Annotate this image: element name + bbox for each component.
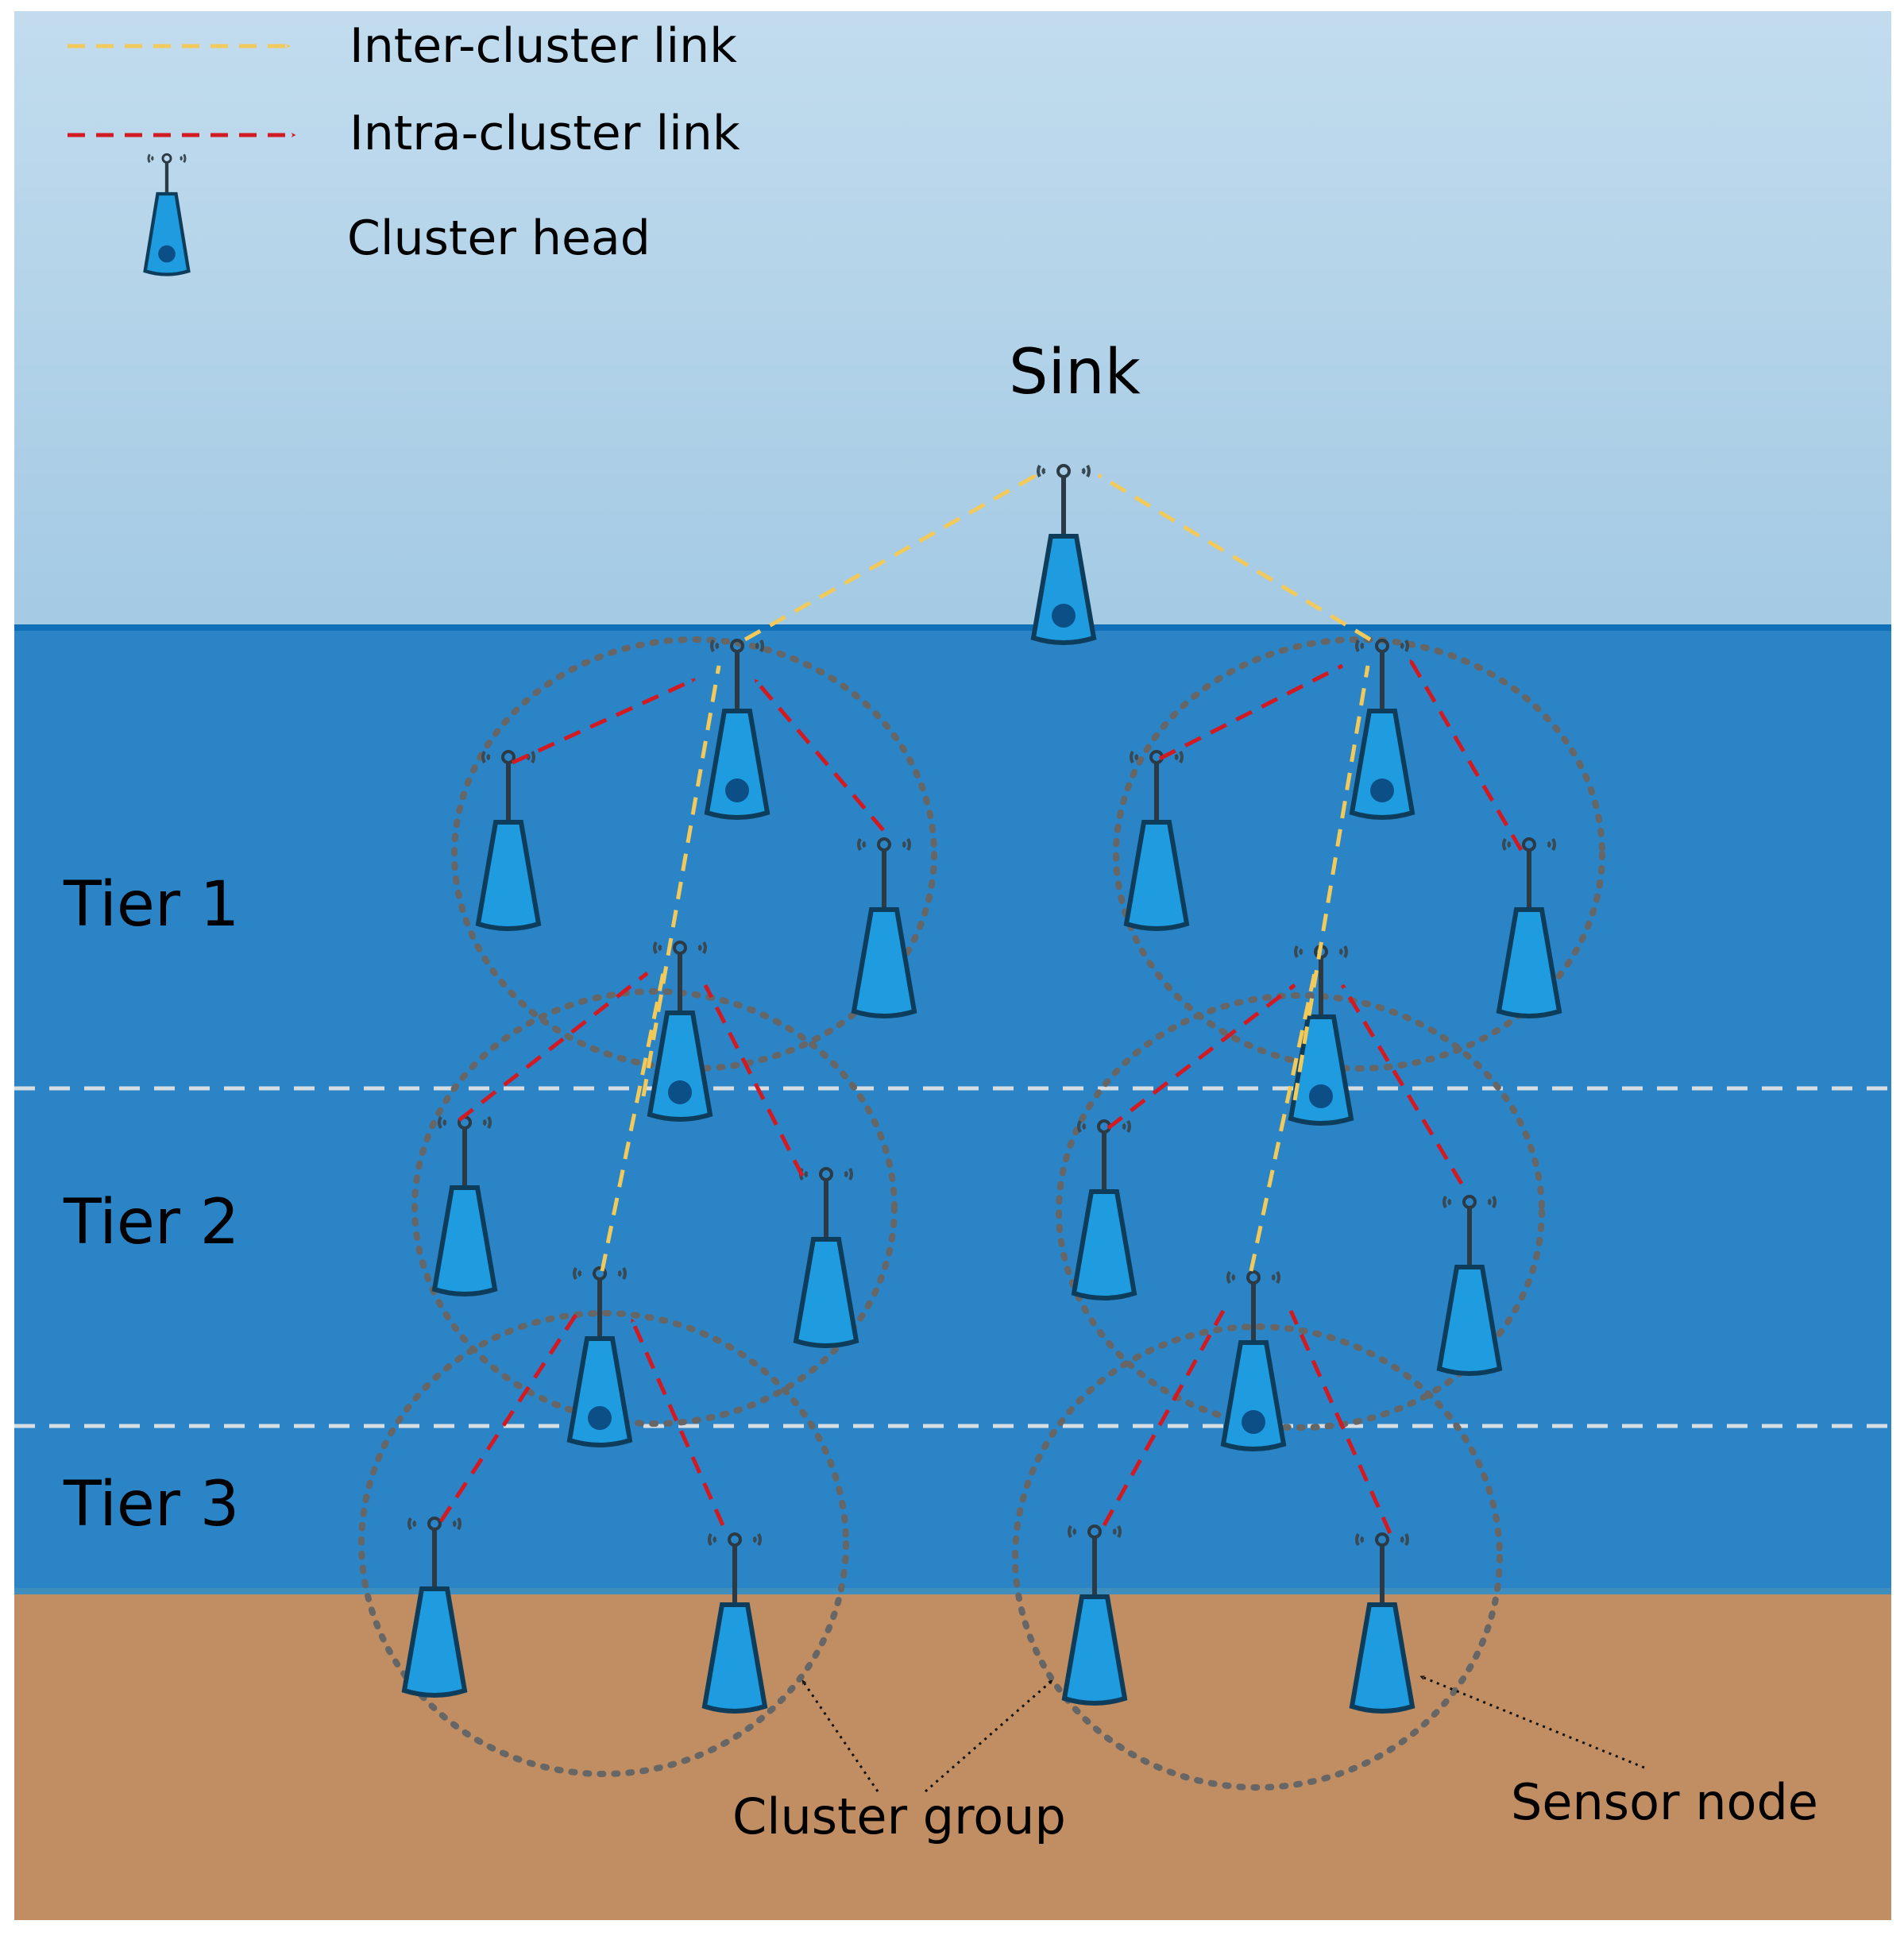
sensor-node	[475, 750, 542, 931]
tier-label-2: Tier 2	[63, 1187, 239, 1258]
inter-cluster-link	[1292, 665, 1370, 1101]
intra-cluster-link	[511, 677, 697, 765]
cluster-head-node	[566, 1266, 633, 1447]
cluster-group-label: Cluster group	[732, 1787, 1066, 1845]
intra-cluster-link	[753, 678, 885, 832]
antenna-icon	[147, 153, 187, 164]
cluster-head-node	[1220, 1270, 1287, 1451]
tier-label-3: Tier 3	[63, 1469, 239, 1540]
sensor-node	[1349, 1532, 1415, 1714]
intra-cluster-link	[438, 1313, 578, 1523]
sensor-node-icon	[793, 1237, 859, 1348]
sensor-node	[1061, 1524, 1128, 1706]
cluster-group-circle	[411, 988, 898, 1427]
cluster-head-icon	[1030, 534, 1097, 645]
sensor-node-icon	[1123, 820, 1190, 931]
inter-cluster-link	[1097, 473, 1372, 642]
inter-cluster-link	[641, 665, 721, 1097]
antenna-icon	[710, 640, 764, 652]
antenna-icon	[1226, 1271, 1280, 1284]
antenna-icon	[1502, 838, 1556, 851]
cluster-head-icon	[1220, 1340, 1287, 1451]
sensor-node-icon	[851, 907, 917, 1018]
antenna-icon	[481, 751, 535, 763]
cluster-head-node	[704, 639, 770, 820]
antenna-icon	[1130, 751, 1184, 763]
sink-node	[1030, 464, 1097, 645]
antenna-icon	[1068, 1525, 1122, 1538]
sensor-node	[1071, 1119, 1137, 1300]
inter-cluster-link	[600, 972, 666, 1272]
sensor-node-icon	[431, 1185, 498, 1296]
cluster-group-circle	[358, 1310, 849, 1777]
intra-cluster-link	[458, 972, 649, 1122]
sensor-node-icon	[1436, 1265, 1503, 1376]
tier-label-1: Tier 1	[63, 869, 239, 941]
sensor-node-label: Sensor node	[1511, 1773, 1818, 1831]
antenna-icon	[653, 941, 707, 954]
sensor-node	[431, 1115, 498, 1296]
water-surface	[14, 624, 1891, 631]
intra-cluster-link	[1288, 1309, 1392, 1535]
sensor-node	[851, 837, 917, 1018]
cluster-group-circle	[1056, 992, 1545, 1431]
antenna-icon	[438, 1116, 492, 1129]
cluster-group-circle	[1012, 1324, 1503, 1791]
antenna-icon	[1037, 465, 1091, 477]
antenna-icon	[1355, 640, 1409, 652]
sink-label: Sink	[1009, 337, 1141, 408]
intra-cluster-link	[703, 983, 805, 1177]
sensor-node-icon	[1071, 1189, 1137, 1300]
legend-intra-label: Intra-cluster link	[350, 106, 740, 161]
cluster-head-icon	[647, 1011, 713, 1122]
antenna-icon	[573, 1267, 627, 1280]
cluster-head-icon	[143, 191, 191, 276]
sensor-node-icon	[1349, 1602, 1415, 1714]
legend-cluster-head-icon	[143, 153, 191, 276]
cluster-head-node	[1288, 945, 1354, 1126]
intra-cluster-link	[1106, 983, 1296, 1130]
cluster-head-node	[1349, 639, 1415, 820]
intra-cluster-link	[1340, 983, 1464, 1185]
cluster-head-icon	[566, 1336, 633, 1447]
annotation-pointer	[1419, 1675, 1645, 1769]
antenna-icon	[1355, 1533, 1409, 1546]
intra-cluster-link	[1102, 1309, 1226, 1527]
antenna-icon	[857, 838, 911, 851]
sensor-node	[1123, 750, 1190, 931]
seabed-edge	[14, 1588, 1891, 1594]
legend: Inter-cluster link Intra-cluster link Cl…	[68, 18, 740, 276]
antenna-icon	[1077, 1120, 1131, 1133]
intra-cluster-link	[629, 1317, 725, 1527]
antenna-icon	[1442, 1196, 1497, 1208]
seabed-background	[14, 1593, 1891, 1920]
sensor-node-icon	[1496, 907, 1562, 1018]
inter-cluster-link	[1249, 972, 1317, 1272]
annotation-pointer	[801, 1679, 879, 1792]
cluster-group-circle	[1113, 636, 1605, 1072]
antenna-icon	[708, 1533, 762, 1546]
antenna-icon	[1294, 945, 1348, 958]
water-background	[14, 624, 1891, 1593]
sensor-node-icon	[401, 1586, 468, 1698]
sky-background	[14, 11, 1891, 624]
legend-cluster-head-label: Cluster head	[347, 211, 651, 266]
antenna-icon	[407, 1517, 462, 1530]
cluster-head-node	[647, 941, 713, 1122]
cluster-head-icon	[704, 709, 770, 820]
sensor-node-icon	[475, 820, 542, 931]
sensor-node	[1436, 1195, 1503, 1376]
sensor-node	[401, 1517, 468, 1698]
sensor-node-icon	[701, 1602, 768, 1714]
sensor-node	[701, 1532, 768, 1714]
sensor-node-icon	[1061, 1594, 1128, 1706]
intra-cluster-link	[1158, 663, 1344, 761]
cluster-head-icon	[1349, 709, 1415, 820]
legend-inter-label: Inter-cluster link	[350, 18, 737, 74]
intra-cluster-link	[1408, 658, 1524, 852]
sensor-node	[1496, 837, 1562, 1018]
